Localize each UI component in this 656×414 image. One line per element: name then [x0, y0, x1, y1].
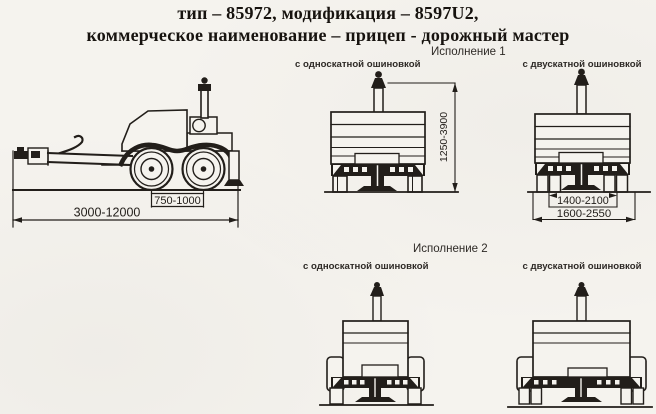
van-body — [330, 111, 426, 165]
title-line-2: коммерческое наименование – прицеп - дор… — [86, 25, 570, 45]
support-jack — [355, 377, 396, 402]
exhaust-stack-side — [198, 77, 211, 119]
exhaust-stack — [371, 71, 386, 115]
variant2-single-tire-label: с односкатной ошиновкой — [303, 261, 429, 272]
dimension-width — [532, 191, 636, 223]
dimension-height — [387, 82, 458, 193]
variant2-heading: Исполнение 2 — [413, 243, 488, 255]
support-jack — [561, 377, 602, 402]
van-body — [534, 113, 631, 164]
van-body — [342, 320, 409, 378]
fender-band — [117, 142, 234, 168]
width-dim-text: 1600-2550 — [557, 208, 611, 220]
axle-base-dim-text: 750-1000 — [154, 195, 201, 207]
wheels-rear — [329, 387, 422, 405]
height-dim-text: 1250-3900 — [438, 112, 450, 162]
support-jack — [561, 163, 601, 190]
dimension-track — [548, 191, 618, 208]
rear-view-variant1-single: 1250-3900 — [324, 71, 459, 193]
wheels-rear — [332, 175, 423, 193]
engine-box — [189, 116, 218, 135]
variant1-dual-tire-label: с двускатной ошиновкой — [522, 59, 642, 70]
support-jack — [357, 164, 397, 191]
overall-length-dim-text: 3000-12000 — [74, 206, 141, 220]
dimension-overall-length — [12, 150, 239, 228]
document-title: тип – 85972, модификация – 8597U2, комме… — [0, 2, 656, 46]
van-body — [532, 320, 631, 378]
side-wheels — [129, 146, 226, 192]
rear-support-leg — [224, 150, 244, 186]
dual-wheels-rear — [518, 387, 645, 405]
exhaust-stack — [574, 68, 589, 115]
trailer-side-view-drawing: 750-1000 3000-12000 — [12, 77, 244, 228]
exhaust-stack — [574, 282, 589, 322]
variant1-heading: Исполнение 1 — [431, 46, 506, 58]
dimension-axle-base — [150, 189, 205, 208]
rear-view-variant2-single — [319, 282, 434, 406]
variant2-dual-tire-label: с двускатной ошиновкой — [522, 261, 642, 272]
variant1-single-tire-label: с односкатной ошиновкой — [295, 59, 421, 70]
title-line-1: тип – 85972, модификация – 8597U2, — [177, 3, 479, 23]
rear-view-variant1-dual: 1400-2100 1600-2550 — [527, 68, 651, 223]
exhaust-stack — [370, 282, 384, 322]
drawbar-hitch — [14, 134, 153, 167]
track-dim-text: 1400-2100 — [557, 195, 609, 207]
rear-view-variant2-dual — [507, 282, 653, 408]
